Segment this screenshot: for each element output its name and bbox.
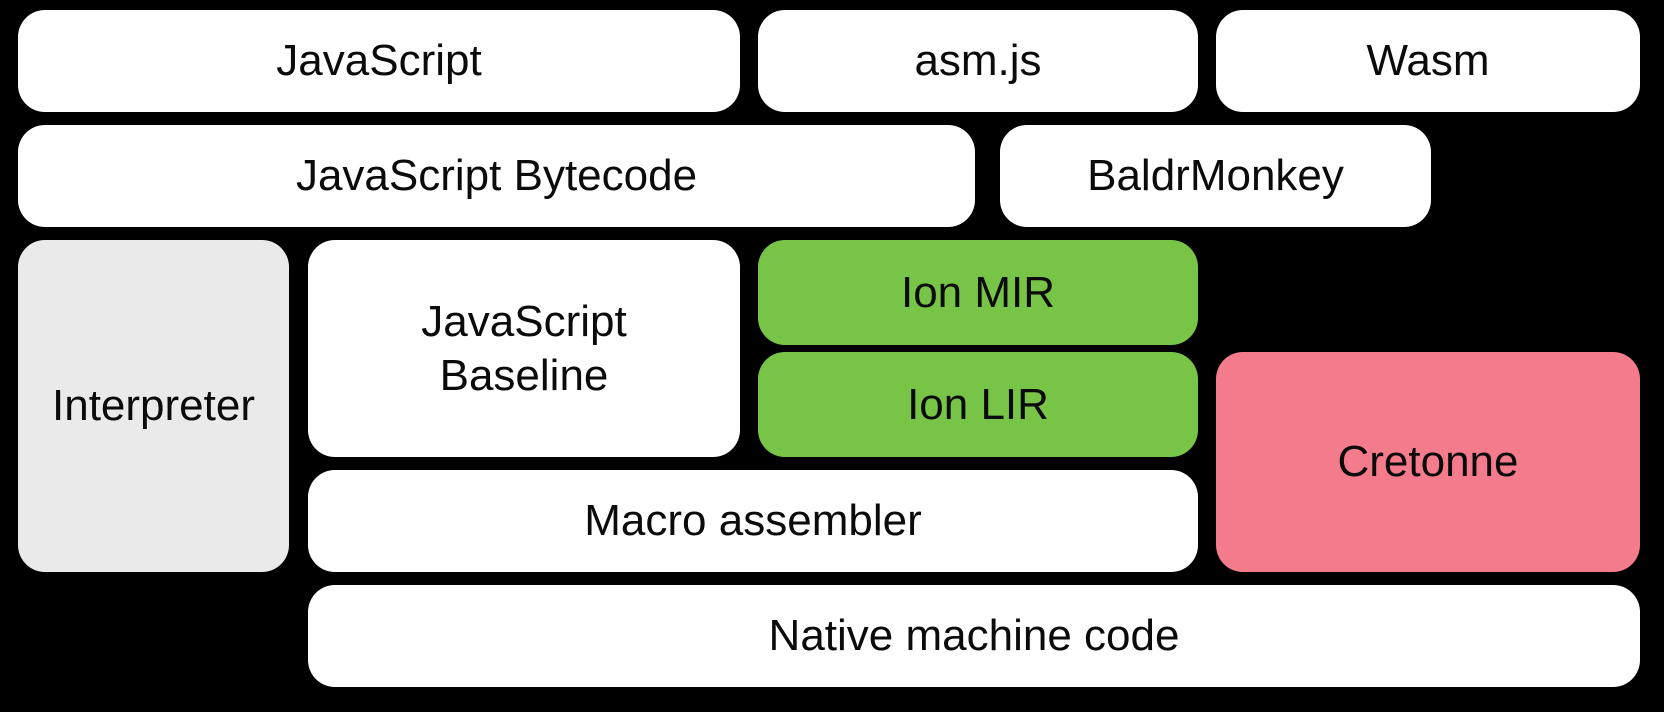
box-ion-lir: Ion LIR: [758, 352, 1198, 457]
box-interpreter: Interpreter: [18, 240, 289, 572]
box-javascript-bytecode: JavaScript Bytecode: [18, 125, 975, 227]
box-baldrmonkey: BaldrMonkey: [1000, 125, 1431, 227]
box-javascript: JavaScript: [18, 10, 740, 112]
box-asm-js: asm.js: [758, 10, 1198, 112]
box-macro-assembler: Macro assembler: [308, 470, 1198, 572]
box-native-machine-code: Native machine code: [308, 585, 1640, 687]
box-cretonne: Cretonne: [1216, 352, 1640, 572]
box-javascript-baseline: JavaScript Baseline: [308, 240, 740, 457]
box-ion-mir: Ion MIR: [758, 240, 1198, 345]
box-wasm: Wasm: [1216, 10, 1640, 112]
